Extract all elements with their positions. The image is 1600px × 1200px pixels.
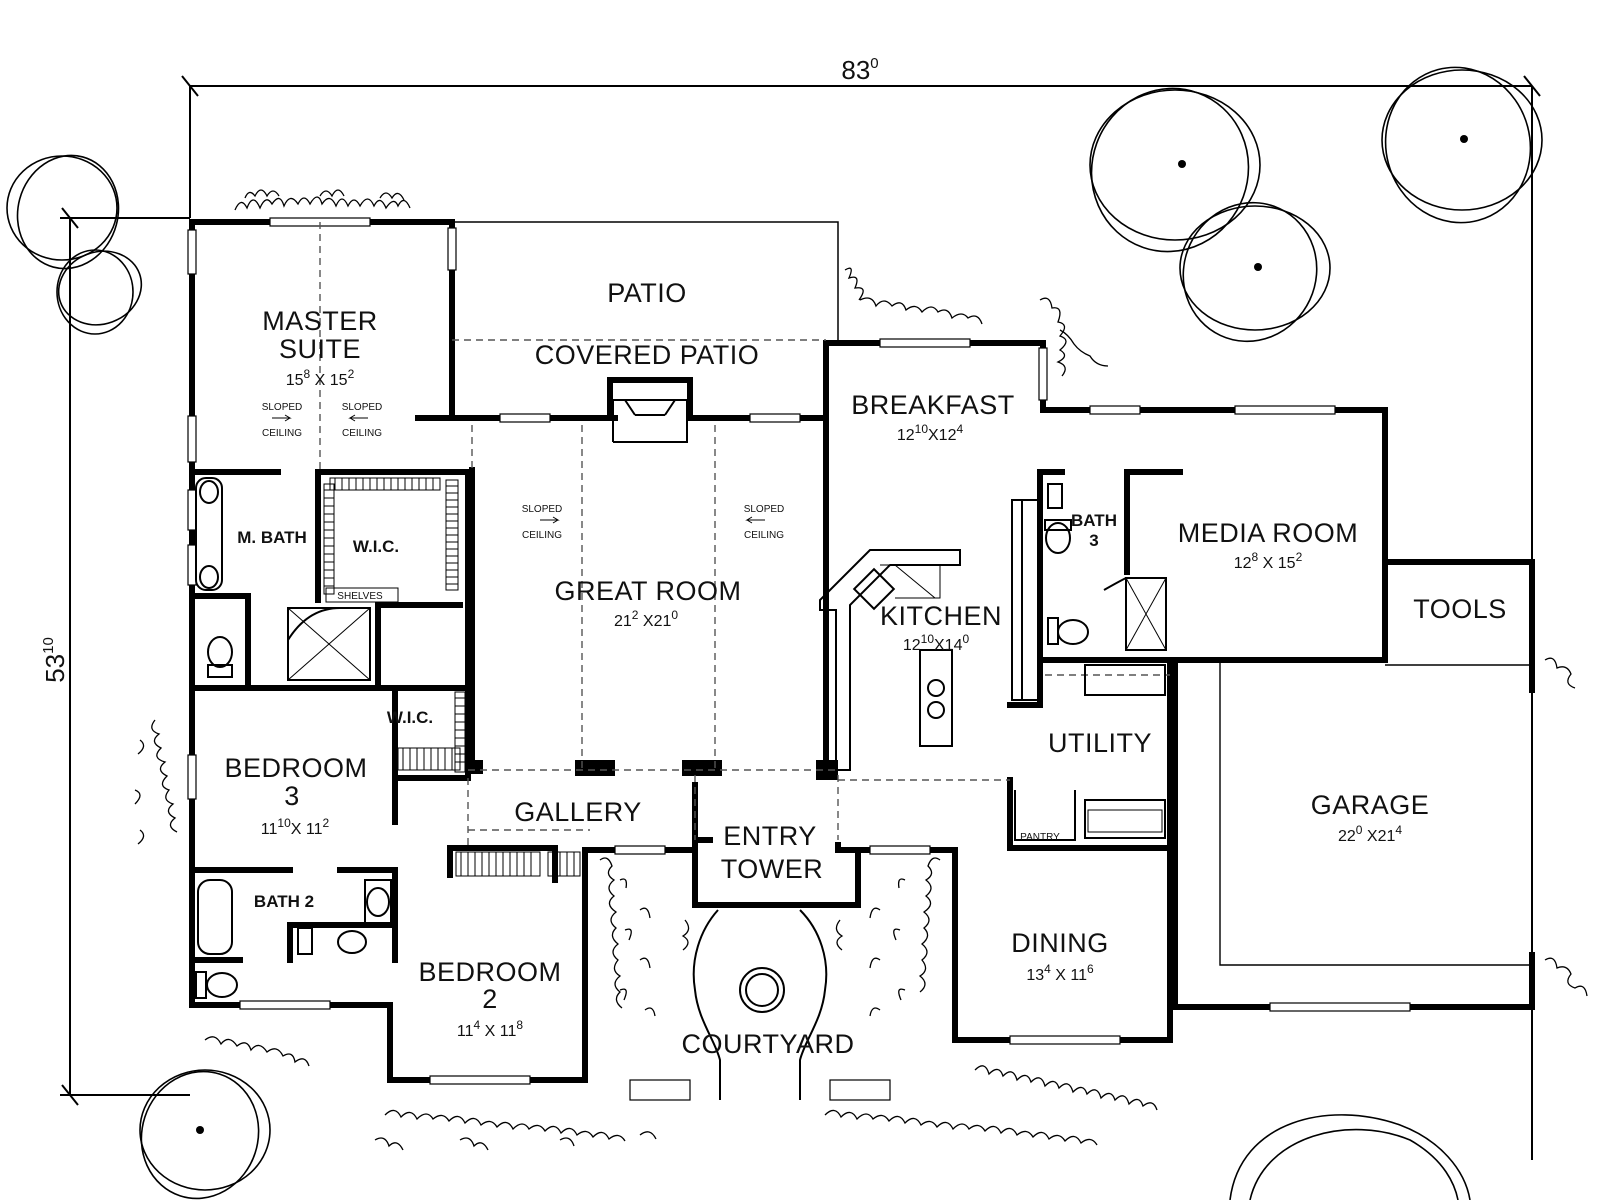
room-media-room: MEDIA ROOM 128 X 152 (1178, 518, 1359, 572)
room-m-bath: M. BATH (237, 528, 307, 547)
svg-text:114 X 118: 114 X 118 (457, 1018, 523, 1040)
svg-text:BATH: BATH (1071, 511, 1117, 530)
tree-bottom-right (1229, 1114, 1471, 1200)
svg-text:TOWER: TOWER (721, 854, 824, 884)
sloped-note-great-left: SLOPED CEILING (522, 504, 563, 541)
room-gallery: GALLERY (514, 797, 642, 827)
svg-text:CEILING: CEILING (262, 428, 302, 439)
svg-text:ENTRY: ENTRY (723, 821, 817, 851)
svg-text:2: 2 (482, 984, 498, 1014)
room-master-suite: MASTER SUITE 158 X 152 (262, 306, 378, 389)
svg-text:SLOPED: SLOPED (744, 504, 785, 515)
room-kitchen: KITCHEN 1210X140 (880, 601, 1002, 654)
room-wic-bed3: W.I.C. (387, 708, 433, 727)
svg-text:1210X124: 1210X124 (897, 422, 964, 444)
room-great-room: GREAT ROOM 212 X210 (554, 576, 741, 630)
svg-text:158 X 152: 158 X 152 (286, 367, 355, 389)
overall-width-label: 830 (841, 55, 878, 85)
svg-text:MASTER: MASTER (262, 306, 378, 336)
sloped-note-great-right: SLOPED CEILING (744, 504, 785, 541)
sloped-note-master-right: SLOPED CEILING (342, 402, 383, 439)
svg-text:SLOPED: SLOPED (522, 504, 563, 515)
svg-text:3: 3 (284, 781, 300, 811)
room-entry-tower: ENTRY TOWER (721, 821, 824, 884)
room-bath-3: BATH 3 (1071, 511, 1117, 550)
svg-text:1110X 112: 1110X 112 (261, 816, 330, 838)
walls (189, 219, 1535, 1083)
svg-text:BEDROOM: BEDROOM (224, 753, 367, 783)
svg-text:220 X214: 220 X214 (1338, 823, 1402, 845)
tree-bottom-left (139, 1069, 271, 1200)
svg-text:SUITE: SUITE (279, 334, 361, 364)
room-patio: PATIO (607, 278, 687, 308)
label-pantry: PANTRY (1020, 832, 1060, 843)
shrubs (134, 189, 1588, 1151)
room-courtyard: COURTYARD (681, 1029, 854, 1059)
room-bath-2: BATH 2 (254, 892, 314, 911)
closet-hatching (323, 477, 581, 877)
svg-text:CEILING: CEILING (522, 530, 562, 541)
lot-outline (60, 75, 1541, 1160)
svg-text:SLOPED: SLOPED (342, 402, 383, 413)
svg-text:1210X140: 1210X140 (903, 632, 970, 654)
svg-text:GREAT ROOM: GREAT ROOM (554, 576, 741, 606)
room-bedroom-2: BEDROOM 2 114 X 118 (418, 957, 561, 1040)
svg-text:212 X210: 212 X210 (614, 608, 678, 630)
trees (6, 66, 1543, 1200)
svg-text:SLOPED: SLOPED (262, 402, 303, 413)
svg-text:KITCHEN: KITCHEN (880, 601, 1002, 631)
svg-text:134 X 116: 134 X 116 (1026, 962, 1094, 984)
svg-text:DINING: DINING (1011, 928, 1109, 958)
svg-text:CEILING: CEILING (744, 530, 784, 541)
tree-top-right-a (1089, 87, 1261, 253)
sloped-note-master-left: SLOPED CEILING (262, 402, 303, 439)
room-labels: MASTER SUITE 158 X 152 SLOPED CEILING SL… (224, 278, 1506, 1059)
room-wic-master: W.I.C. (353, 537, 399, 556)
room-covered-patio: COVERED PATIO (535, 340, 760, 370)
room-garage: GARAGE 220 X214 (1311, 790, 1430, 845)
svg-text:CEILING: CEILING (342, 428, 382, 439)
room-breakfast: BREAKFAST 1210X124 (851, 390, 1015, 444)
overall-depth-label: 5310 (40, 637, 70, 683)
svg-text:BEDROOM: BEDROOM (418, 957, 561, 987)
room-tools: TOOLS (1413, 594, 1507, 624)
tree-top-right-c (1179, 201, 1331, 343)
fixtures (195, 399, 1167, 999)
windows (187, 217, 1411, 1085)
svg-text:BREAKFAST: BREAKFAST (851, 390, 1015, 420)
svg-text:128 X 152: 128 X 152 (1234, 550, 1303, 572)
svg-text:GARAGE: GARAGE (1311, 790, 1430, 820)
tree-top-right-b (1381, 66, 1543, 224)
label-shelves: SHELVES (337, 591, 383, 602)
courtyard-feature (629, 909, 891, 1101)
room-dining: DINING 134 X 116 (1011, 928, 1109, 984)
tree-top-left (6, 154, 143, 335)
dashed-lines (319, 221, 1532, 966)
room-bedroom-3: BEDROOM 3 1110X 112 (224, 753, 367, 838)
svg-text:MEDIA ROOM: MEDIA ROOM (1178, 518, 1359, 548)
svg-text:3: 3 (1089, 531, 1098, 550)
room-utility: UTILITY (1048, 728, 1152, 758)
